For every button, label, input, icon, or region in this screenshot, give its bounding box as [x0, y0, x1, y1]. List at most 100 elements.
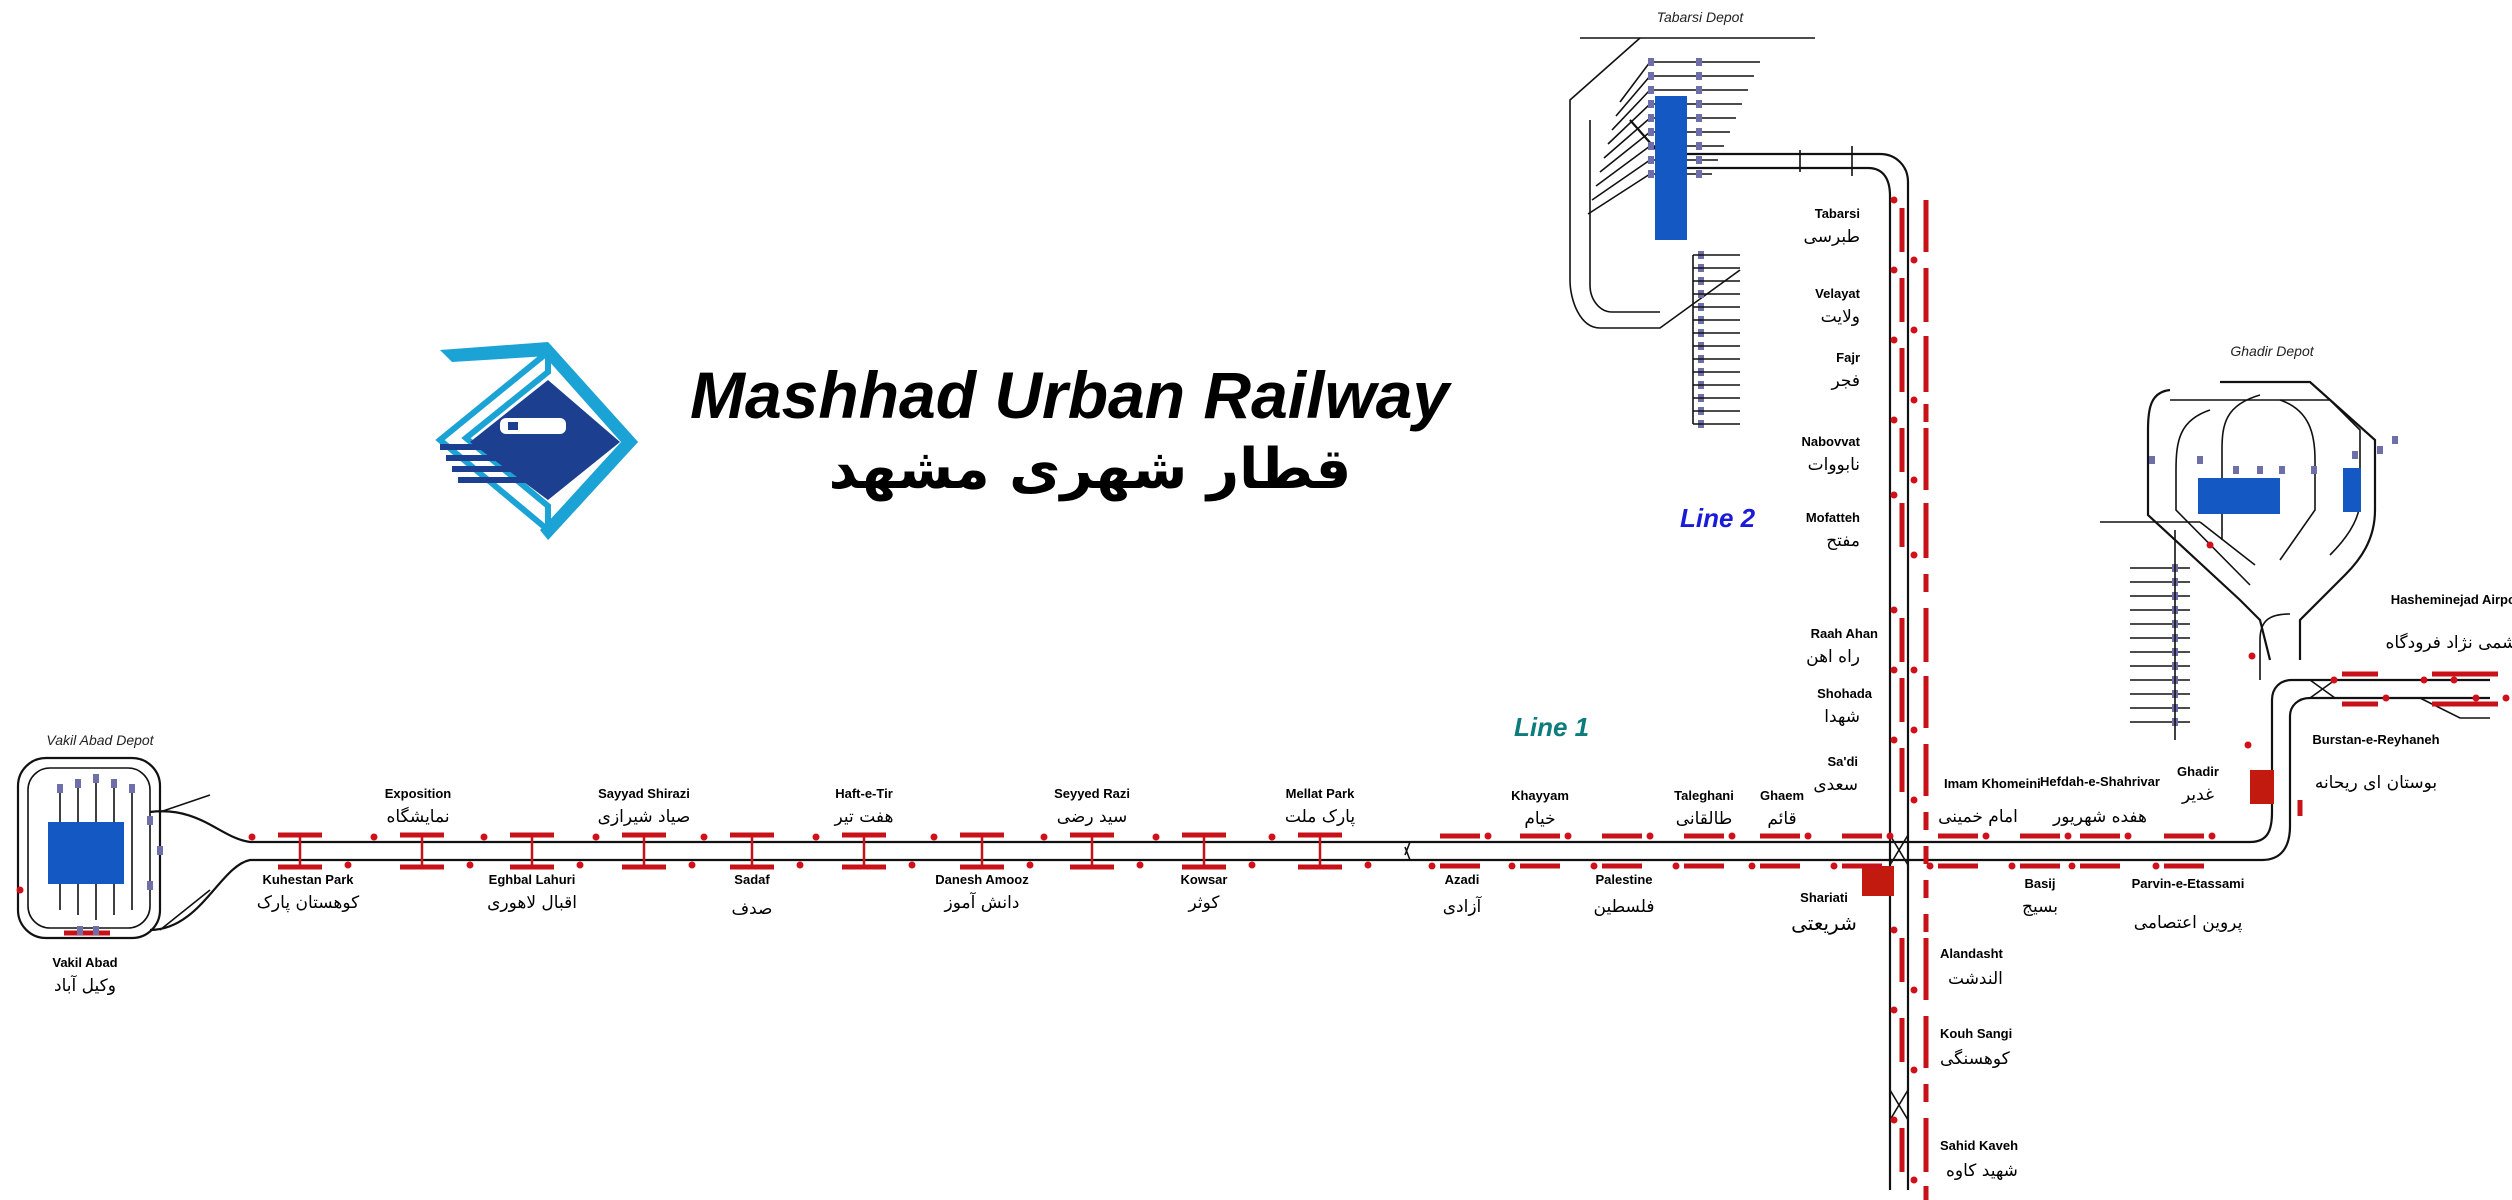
station-name-fa: مفتح [1826, 531, 1860, 551]
signal-mark [1910, 796, 1918, 804]
track-stub [1648, 72, 1654, 80]
station-haft-e-tir[interactable]: Haft-e-Tir هفت تیر [834, 786, 894, 827]
station-name-en: Velayat [1815, 286, 1860, 301]
signal-mark [1890, 266, 1898, 274]
station-name-en: Ghadir [2177, 764, 2219, 779]
signal-mark [1026, 861, 1034, 869]
signal-mark [1646, 832, 1654, 840]
station-shohada[interactable]: Shohada شهدا [1817, 686, 1873, 727]
signal-mark [592, 833, 600, 841]
station-tabarsi[interactable]: Tabarsi طبرسی [1804, 206, 1860, 247]
station-hasheminejad-airport[interactable]: Hasheminejad Airport هاشمی نژاد فرودگاه [2385, 592, 2512, 653]
signal-mark [1804, 832, 1812, 840]
station-nabovvat[interactable]: Nabovvat نابووات [1801, 434, 1860, 475]
station-name-en: Shariati [1800, 890, 1848, 905]
station-name-fa: شریعتی [1791, 911, 1857, 935]
station-sadaf[interactable]: Sadaf صدف [732, 872, 773, 919]
station-alandasht[interactable]: Alandasht الندشت [1940, 946, 2004, 989]
station-khayyam[interactable]: Khayyam خیام [1511, 788, 1569, 829]
signal-mark [1728, 832, 1736, 840]
station-ghaem[interactable]: Ghaem قائم [1760, 788, 1804, 829]
station-name-fa: کوهسنگی [1940, 1048, 2011, 1069]
station-name-en: Hefdah-e-Shahrivar [2040, 774, 2160, 789]
station-name-en: Sahid Kaveh [1940, 1138, 2018, 1153]
station-name-fa: وکیل آباد [54, 974, 116, 996]
signal-mark [1910, 666, 1918, 674]
signal-mark [1890, 336, 1898, 344]
station-name-en: Kouh Sangi [1940, 1026, 2012, 1041]
station-fajr[interactable]: Fajr فجر [1831, 350, 1860, 391]
station-parvin-e-etassami[interactable]: Parvin-e-Etassami پروین اعتصامی [2132, 876, 2245, 933]
station-name-en: Taleghani [1674, 788, 1734, 803]
signal-mark [2420, 676, 2428, 684]
page-subtitle: قطار شهری مشهد [829, 437, 1352, 502]
station-palestine[interactable]: Palestine فلسطین [1594, 872, 1655, 917]
station-exposition[interactable]: Exposition نمایشگاه [385, 786, 452, 827]
station-ghadir[interactable]: Ghadir غدیر [2177, 764, 2219, 805]
station-kowsar[interactable]: Kowsar کوثر [1181, 872, 1228, 913]
line-2-tracks [1848, 152, 1910, 1190]
station-velayat[interactable]: Velayat ولایت [1815, 286, 1860, 327]
signal-mark [812, 833, 820, 841]
station-name-en: Haft-e-Tir [835, 786, 893, 801]
signal-mark [1910, 256, 1918, 264]
station-name-en: Basij [2024, 876, 2055, 891]
track-stub [1696, 114, 1702, 122]
station-kouh-sangi[interactable]: Kouh Sangi کوهسنگی [1940, 1026, 2012, 1069]
station-azadi[interactable]: Azadi آزادی [1443, 872, 1483, 917]
station-hefdah-e-shahrivar[interactable]: Hefdah-e-Shahrivar هفده شهریور [2040, 774, 2160, 827]
signal-mark [2068, 862, 2076, 870]
signal-mark [1910, 1066, 1918, 1074]
track-stub [147, 816, 153, 825]
signal-mark [1910, 396, 1918, 404]
station-name-en: Eghbal Lahuri [489, 872, 576, 887]
vakil-abad-depot: Vakil Abad Depot [16, 732, 211, 940]
signal-mark [1910, 1176, 1918, 1184]
signal-mark [1508, 862, 1516, 870]
vakil-abad-depot-label: Vakil Abad Depot [46, 732, 154, 748]
station-imam-khomeini[interactable]: Imam Khomeini امام خمینی [1938, 776, 2041, 827]
station-basij[interactable]: Basij بسیج [2022, 876, 2058, 917]
station-name-fa: اقبال لاهوری [487, 893, 577, 913]
track-stub [1648, 114, 1654, 122]
station-taleghani[interactable]: Taleghani طالقانی [1674, 788, 1734, 829]
track-stub [1648, 156, 1654, 164]
track-stub [1696, 156, 1702, 164]
station-vakil-abad[interactable]: Vakil Abad وکیل آباد [52, 955, 117, 996]
signal-mark [1890, 1116, 1898, 1124]
station-name-fa: هاشمی نژاد فرودگاه [2385, 632, 2512, 653]
station-name-fa: سعدی [1813, 775, 1858, 795]
track-stub [75, 779, 81, 788]
yard-track [1587, 173, 1712, 215]
signal-mark [1136, 861, 1144, 869]
station-name-fa: بوستان ای ریحانه [2315, 773, 2437, 793]
station-shariati[interactable]: Shariati شریعتی [1791, 890, 1857, 935]
station-mellat-park[interactable]: Mellat Park پارک ملت [1285, 786, 1355, 827]
track-stub [1696, 58, 1702, 66]
signals [248, 196, 2510, 1184]
track-stub [2392, 436, 2398, 444]
station-name-en: Kuhestan Park [262, 872, 354, 887]
station-eghbal-lahuri[interactable]: Eghbal Lahuri اقبال لاهوری [487, 872, 577, 913]
station-sayyad-shirazi[interactable]: Sayyad Shirazi صیاد شیرازی [598, 786, 691, 827]
station-name-fa: کوهستان پارک [257, 893, 360, 913]
line-1-tracks [149, 613, 2490, 932]
station-name-en: Sadaf [734, 872, 770, 887]
station-burstan-e-reyhaneh[interactable]: Burstan-e-Reyhaneh بوستان ای ریحانه [2312, 732, 2439, 793]
station-name-en: Vakil Abad [52, 955, 117, 970]
track-stub [2352, 451, 2358, 459]
track-stub [1648, 58, 1654, 66]
signal-mark [344, 861, 352, 869]
station-danesh-amooz[interactable]: Danesh Amooz دانش آموز [935, 872, 1029, 913]
signal-mark [1830, 862, 1838, 870]
track-stub [1696, 128, 1702, 136]
station-name-fa: هفده شهریور [2052, 807, 2147, 827]
station-kuhestan-park[interactable]: Kuhestan Park کوهستان پارک [257, 872, 360, 913]
line-1-stations: Vakil Abad وکیل آباد Kuhestan Park کوهست… [52, 592, 2512, 996]
station-sahid-kaveh[interactable]: Sahid Kaveh شهید کاوه [1940, 1138, 2018, 1181]
station-sadi[interactable]: Sa'di سعدی [1813, 754, 1858, 795]
station-name-fa: نمایشگاه [386, 806, 449, 827]
station-mofatteh[interactable]: Mofatteh مفتح [1806, 510, 1860, 551]
station-raah-ahan[interactable]: Raah Ahan راه اهن [1806, 626, 1878, 667]
station-seyyed-razi[interactable]: Seyyed Razi سید رضی [1054, 786, 1130, 827]
